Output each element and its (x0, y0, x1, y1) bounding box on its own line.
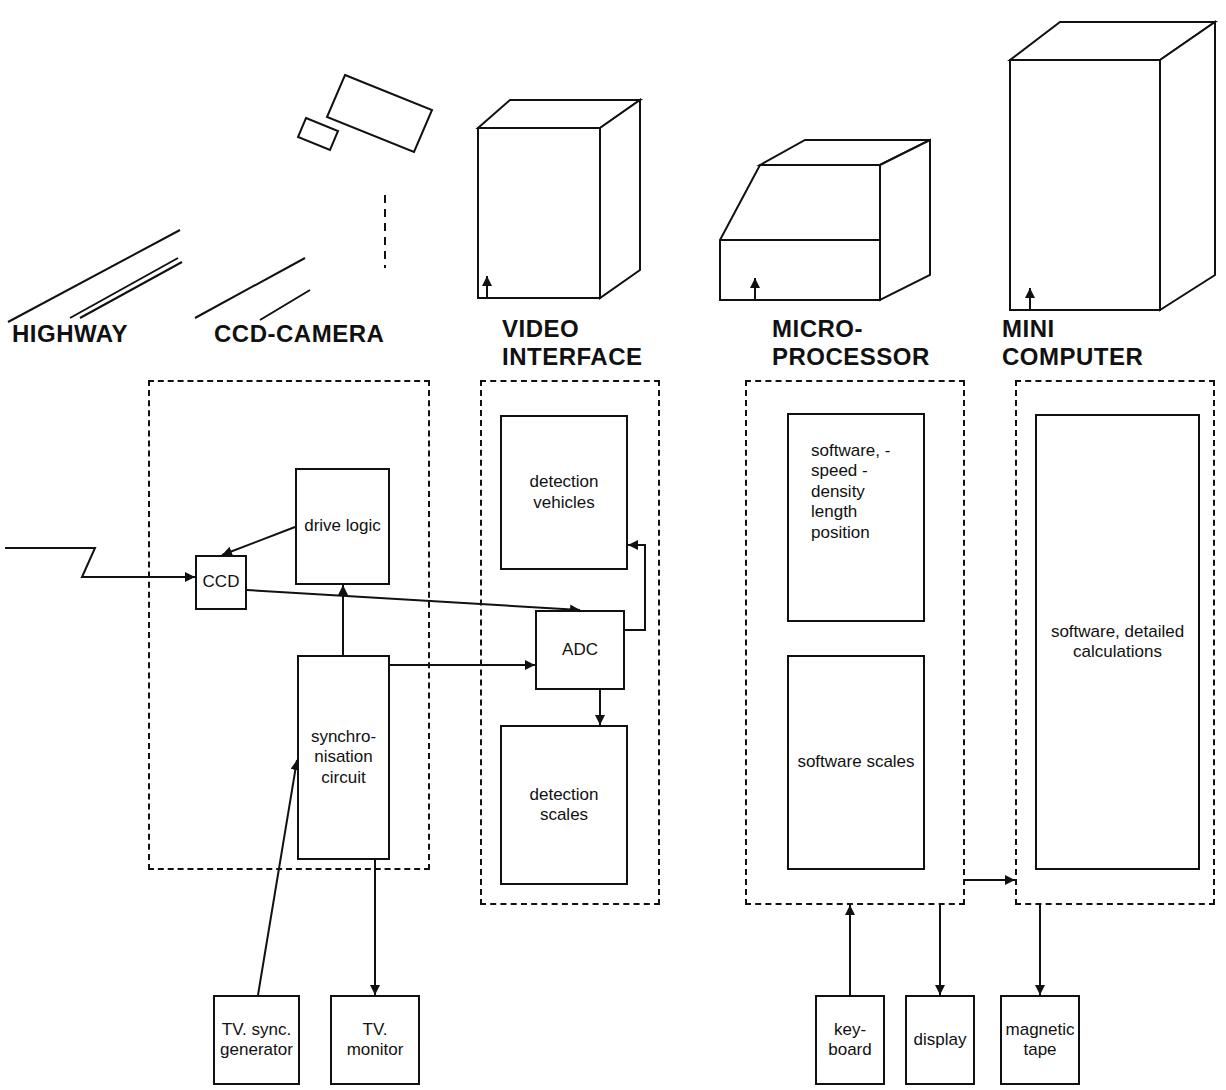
box-label: detection scales (506, 785, 622, 826)
box-label: drive logic (304, 516, 381, 536)
box-label: software, detailed calculations (1041, 622, 1194, 663)
input-arrow (1029, 288, 1031, 310)
camera-lens (298, 118, 338, 150)
group-heading: MICRO-PROCESSOR (772, 315, 972, 371)
computer-group: MINI COMPUTERsoftware, detailed calculat… (1015, 380, 1215, 905)
box-label: key-board (821, 1020, 879, 1061)
box-label: detection vehicles (506, 472, 622, 513)
highway-line (70, 258, 178, 318)
display-box: display (905, 995, 975, 1085)
signal-arrow (390, 664, 535, 666)
logic-box: drive logic (295, 468, 390, 585)
software-box: software, - speed - density length posit… (787, 413, 925, 622)
group-heading: CCD-CAMERA (214, 320, 474, 348)
box-label: TV. monitor (336, 1020, 414, 1061)
keyboard-box: key-board (815, 995, 885, 1085)
terminal-side (880, 140, 930, 300)
camera-cable (384, 195, 386, 268)
signal-arrow (342, 585, 344, 655)
highway-line (80, 262, 182, 318)
input-arrow (486, 276, 488, 298)
generator-box: TV. sync. generator (213, 995, 300, 1085)
signal-arrow (599, 690, 601, 725)
highway-line (260, 290, 310, 320)
camera-group: CCD-CAMERACCDdrive logicsynchro- nisatio… (148, 380, 430, 870)
computer-front (1010, 60, 1160, 310)
box-label: synchro- nisation circuit (303, 727, 384, 788)
signal-arrow (625, 545, 645, 630)
video-interface-front (478, 128, 600, 298)
input-arrow (754, 278, 756, 300)
signal-arrow (849, 905, 851, 995)
box-label: display (914, 1030, 967, 1050)
highway-line (195, 258, 305, 318)
interface-group: VIDEO INTERFACEdetection vehiclesADCdete… (480, 380, 660, 905)
box-label: ADC (562, 640, 598, 660)
signal-arrow (374, 860, 376, 995)
signal-arrow (939, 905, 941, 995)
software-box: software scales (787, 655, 925, 870)
box-label: software, - speed - density length posit… (811, 441, 915, 543)
box-label: magnetic tape (1006, 1020, 1075, 1061)
light-input (5, 548, 195, 577)
terminal-front (720, 165, 880, 300)
computer-side (1160, 22, 1215, 310)
group-heading: MINI COMPUTER (1002, 315, 1177, 371)
signal-arrow (258, 760, 297, 995)
adc-box: ADC (535, 610, 625, 690)
signal-arrow (222, 527, 295, 555)
signal-arrow (1039, 905, 1041, 995)
processor-group: MICRO-PROCESSORsoftware, - speed - densi… (745, 380, 965, 905)
circuit-box: synchro- nisation circuit (297, 655, 390, 860)
signal-arrow (965, 879, 1015, 881)
tape-box: magnetic tape (1000, 995, 1080, 1085)
monitor-box: TV. monitor (330, 995, 420, 1085)
video-interface-side (600, 100, 640, 298)
group-heading: VIDEO INTERFACE (502, 315, 692, 371)
sensor-box: CCD (195, 555, 247, 610)
detection-box: detection vehicles (500, 415, 628, 570)
camera-body (327, 75, 432, 152)
detection-box: detection scales (500, 725, 628, 885)
terminal-edge (720, 239, 880, 241)
box-label: software scales (797, 752, 914, 772)
box-label: TV. sync. generator (219, 1020, 294, 1061)
part-name: HIGHWAY (12, 320, 128, 348)
software-box: software, detailed calculations (1035, 414, 1200, 870)
box-label: CCD (203, 572, 240, 592)
highway-line (8, 230, 180, 322)
signal-arrow (247, 590, 580, 610)
